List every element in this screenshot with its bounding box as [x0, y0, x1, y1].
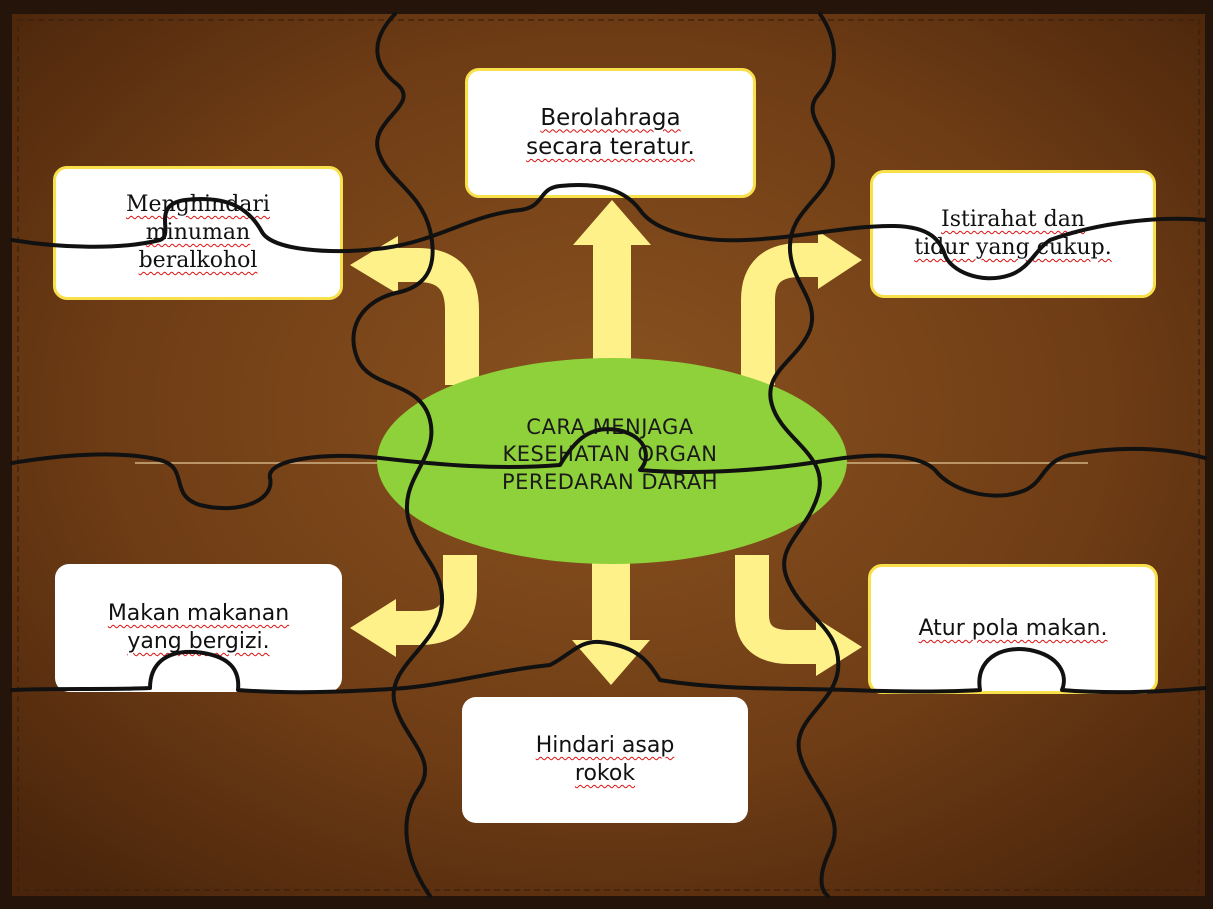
box-bottom-text: Hindari asap rokok	[535, 732, 675, 786]
box-top-right-text: Istirahat dan tidur yang cukup.	[914, 206, 1112, 260]
center-title-text: CARA MENJAGA KESEHATAN ORGAN PEREDARAN D…	[501, 415, 718, 494]
box-top: Berolahraga secara teratur.	[465, 68, 756, 198]
box-bottom-left: Makan makanan yang bergizi.	[55, 564, 342, 692]
box-top-left-text: Menghindari minuman beralkohol	[126, 191, 270, 274]
arrow-up-shaft	[593, 240, 631, 370]
box-top-right: Istirahat dan tidur yang cukup.	[870, 170, 1156, 298]
box-bottom-left-text: Makan makanan yang bergizi.	[107, 600, 290, 654]
center-title: CARA MENJAGA KESEHATAN ORGAN PEREDARAN D…	[420, 400, 800, 510]
box-bottom-right-text: Atur pola makan.	[918, 615, 1108, 641]
box-bottom: Hindari asap rokok	[462, 697, 748, 823]
box-bottom-right: Atur pola makan.	[868, 564, 1158, 694]
box-top-text: Berolahraga secara teratur.	[526, 104, 695, 160]
box-top-left: Menghindari minuman beralkohol	[53, 166, 343, 300]
arrow-down-shaft	[592, 550, 630, 650]
